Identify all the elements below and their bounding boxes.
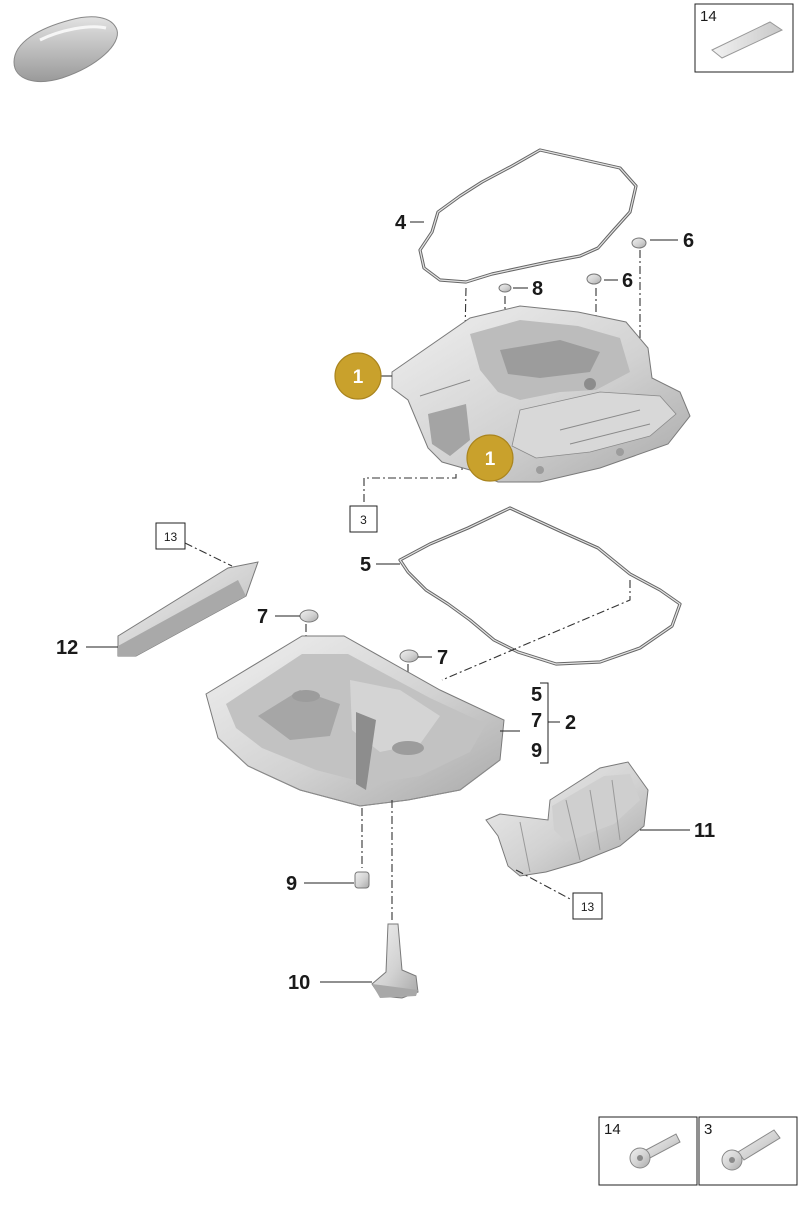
callout-6-upper: 6: [683, 230, 694, 252]
bolt-icon: [629, 1133, 681, 1169]
seal-7-right[interactable]: [399, 649, 419, 663]
hotspot-1-left-label: 1: [353, 367, 364, 388]
callout-7-right: 7: [437, 647, 448, 669]
seal-8[interactable]: [498, 283, 512, 293]
hotspot-1-left[interactable]: 1: [334, 352, 382, 400]
callout-11: 11: [694, 820, 715, 842]
group-item-5: 5: [531, 684, 542, 706]
heat-shield[interactable]: [485, 761, 649, 877]
reinforcement-bar[interactable]: [117, 561, 259, 657]
ref-box-3-label: 3: [360, 513, 367, 527]
legend-box-bolt-3[interactable]: 3: [698, 1116, 798, 1186]
group-item-9: 9: [531, 740, 542, 762]
upper-gasket[interactable]: [418, 148, 638, 284]
ref-box-3[interactable]: 3: [349, 505, 378, 533]
bolt-icon: [721, 1129, 781, 1171]
legend-box-bolt-14-number: 14: [604, 1121, 621, 1138]
seal-6-lower[interactable]: [586, 273, 602, 285]
vehicle-thumbnail: [13, 16, 118, 82]
callout-4: 4: [395, 212, 407, 234]
hotspot-1-center-label: 1: [485, 449, 496, 470]
callout-6-lower: 6: [622, 270, 633, 292]
lower-gasket[interactable]: [398, 506, 682, 666]
upper-oil-pan[interactable]: [391, 305, 691, 483]
ref-box-13-lower[interactable]: 13: [572, 892, 603, 920]
drain-plug[interactable]: [354, 871, 370, 889]
callout-12: 12: [56, 637, 78, 659]
callout-9: 9: [286, 873, 297, 895]
lower-oil-pan[interactable]: [205, 635, 505, 807]
group-item-7: 7: [531, 710, 542, 732]
legend-box-sealant-number: 14: [700, 8, 717, 25]
oil-level-sensor[interactable]: [371, 923, 419, 999]
hotspot-1-center[interactable]: 1: [466, 434, 514, 482]
legend-box-sealant[interactable]: 14: [694, 3, 794, 73]
callout-7-left: 7: [257, 606, 268, 628]
callout-10: 10: [288, 972, 310, 994]
ref-box-13-upper[interactable]: 13: [155, 522, 186, 550]
seal-7-left[interactable]: [299, 609, 319, 623]
legend-box-bolt-14[interactable]: 14: [598, 1116, 698, 1186]
sealant-tube-icon: [711, 21, 784, 59]
callout-2: 2: [565, 712, 576, 734]
callout-5: 5: [360, 554, 371, 576]
seal-6-upper[interactable]: [631, 237, 647, 249]
ref-box-13-lower-label: 13: [581, 900, 595, 914]
ref-box-13-upper-label: 13: [164, 530, 178, 544]
legend-box-bolt-3-number: 3: [704, 1121, 712, 1138]
callout-8: 8: [532, 278, 543, 300]
